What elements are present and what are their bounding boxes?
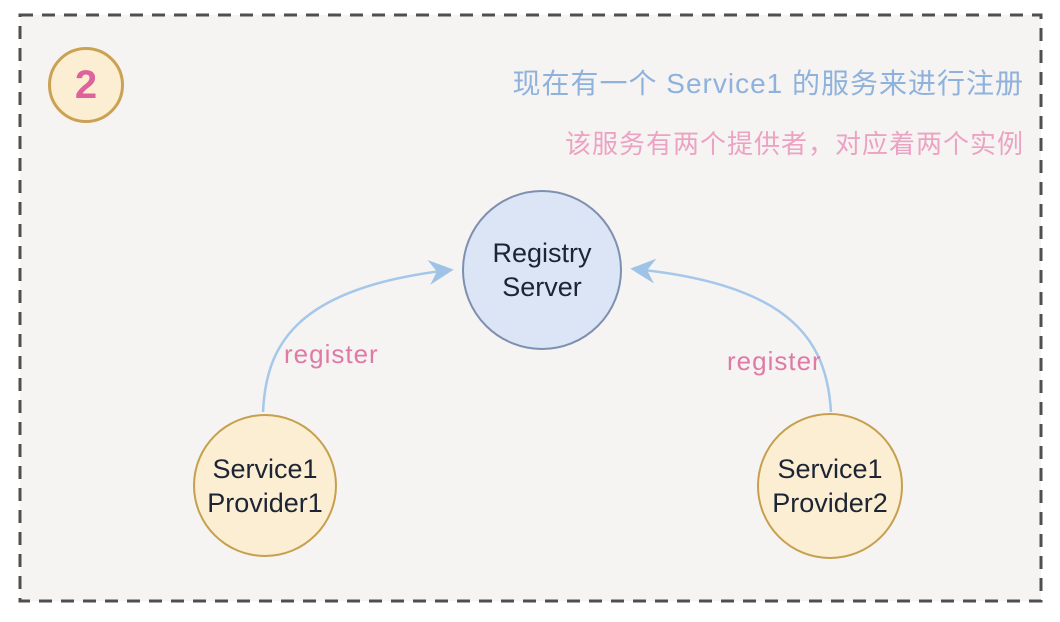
register-arrow-right [630, 258, 833, 413]
register-label-left: register [284, 339, 379, 369]
caption-line-1: 现在有一个 Service1 的服务来进行注册 [512, 68, 1024, 99]
service1-provider2-node: Service1 Provider2 [757, 413, 903, 559]
registry-label-line2: Server [502, 272, 582, 302]
registry-label-line1: Registry [492, 238, 592, 268]
provider1-label-line1: Service1 [212, 453, 318, 484]
step-number: 2 [74, 62, 98, 107]
service1-provider1-node: Service1 Provider1 [193, 414, 337, 557]
caption-line-2: 该服务有两个提供者，对应着两个实例 [564, 129, 1024, 159]
provider2-label-line2: Provider2 [772, 488, 888, 518]
register-arrow-left [261, 259, 454, 413]
step-number-badge: 2 [48, 47, 124, 123]
register-label-right: register [727, 346, 822, 376]
provider2-label-line1: Service1 [777, 454, 883, 484]
provider1-label-line2: Provider1 [207, 487, 323, 518]
registry-server-node: Registry Server [462, 190, 622, 350]
